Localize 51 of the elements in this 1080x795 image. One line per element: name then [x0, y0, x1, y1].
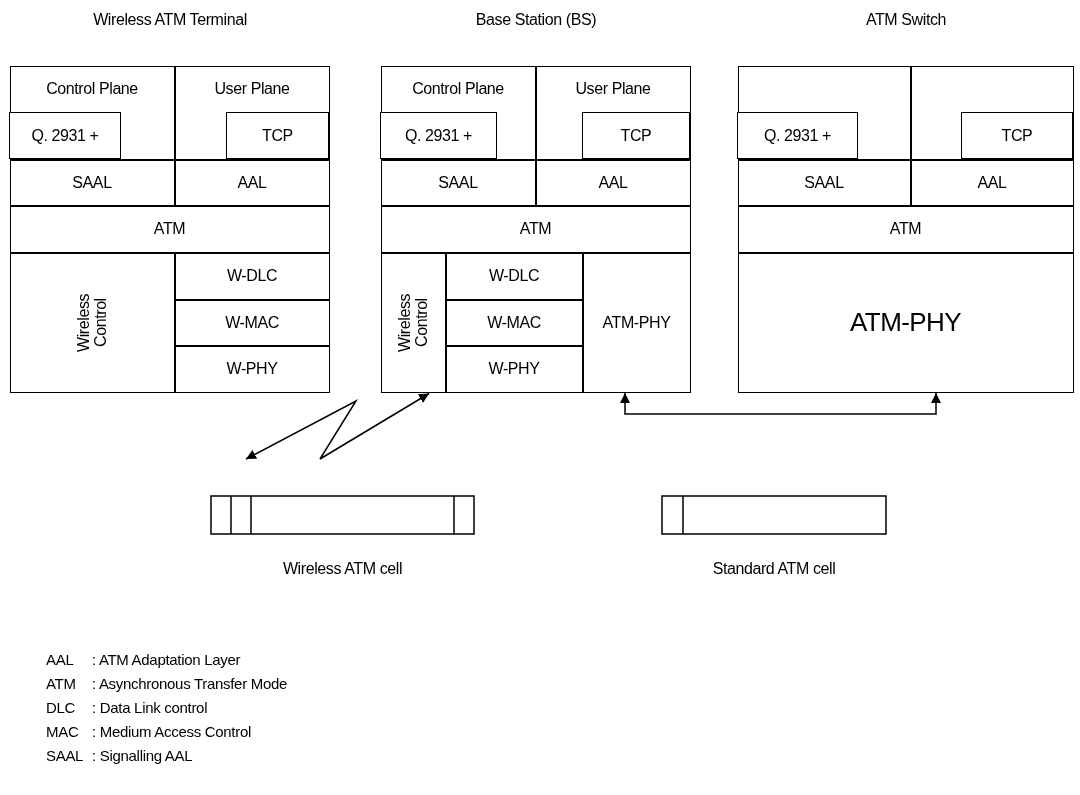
protocol-layer: AAL: [174, 159, 330, 206]
protocol-layer: W-MAC: [174, 299, 330, 346]
abbreviation-term: ATM: [46, 674, 77, 693]
abbreviation-definition: : Data Link control: [92, 698, 209, 717]
abbreviation-definition: : Asynchronous Transfer Mode: [92, 674, 288, 693]
protocol-layer: [380, 65, 536, 160]
protocol-layer: TCP: [961, 112, 1073, 159]
protocol-layer: Q. 2931 +: [737, 112, 858, 159]
protocol-layer: Q. 2931 +: [9, 112, 121, 159]
abbreviation-term: DLC: [46, 698, 77, 717]
protocol-layer: ATM: [737, 205, 1074, 253]
protocol-layer: [910, 65, 1074, 160]
plane-label: User Plane: [213, 79, 291, 98]
abbreviation-definition: : Medium Access Control: [92, 722, 252, 741]
abbreviation-definition: : ATM Adaptation Layer: [92, 650, 242, 669]
protocol-layer: [737, 65, 911, 160]
plane-label: Control Plane: [45, 79, 139, 98]
protocol-layer: ATM: [380, 205, 691, 253]
protocol-layer: W-MAC: [445, 299, 583, 346]
cell-caption: Standard ATM cell: [711, 560, 837, 578]
abbreviation-definition: : Signalling AAL: [92, 746, 194, 765]
radio-link-arrow: [245, 392, 430, 460]
stack-title: Base Station (BS): [474, 11, 598, 29]
protocol-layer: ATM-PHY: [582, 252, 691, 393]
protocol-layer: Q. 2931 +: [380, 112, 497, 159]
protocol-layer: [9, 65, 175, 160]
cell-caption: Wireless ATM cell: [281, 560, 404, 578]
protocol-layer: TCP: [226, 112, 329, 159]
protocol-layer: SAAL: [380, 159, 536, 206]
protocol-layer: W-DLC: [445, 252, 583, 300]
connection-arrow: [620, 392, 941, 415]
protocol-layer: W-DLC: [174, 252, 330, 300]
stack-title: Wireless ATM Terminal: [92, 11, 248, 29]
abbreviation-term: AAL: [46, 650, 75, 669]
plane-label: User Plane: [574, 79, 652, 98]
protocol-layer: W-PHY: [174, 345, 330, 393]
protocol-layer: SAAL: [9, 159, 175, 206]
protocol-layer: AAL: [535, 159, 691, 206]
protocol-layer: [535, 65, 691, 160]
protocol-layer: [174, 65, 330, 160]
protocol-layer: SAAL: [737, 159, 911, 206]
protocol-layer: W-PHY: [445, 345, 583, 393]
abbreviation-term: SAAL: [46, 746, 85, 765]
plane-label: Control Plane: [411, 79, 505, 98]
protocol-layer: Wireless Control: [380, 252, 446, 393]
abbreviation-term: MAC: [46, 722, 80, 741]
protocol-layer: ATM: [9, 205, 330, 253]
protocol-layer: Wireless Control: [9, 252, 175, 393]
stack-title: ATM Switch: [864, 11, 948, 29]
protocol-layer: TCP: [582, 112, 690, 159]
protocol-layer: AAL: [910, 159, 1074, 206]
